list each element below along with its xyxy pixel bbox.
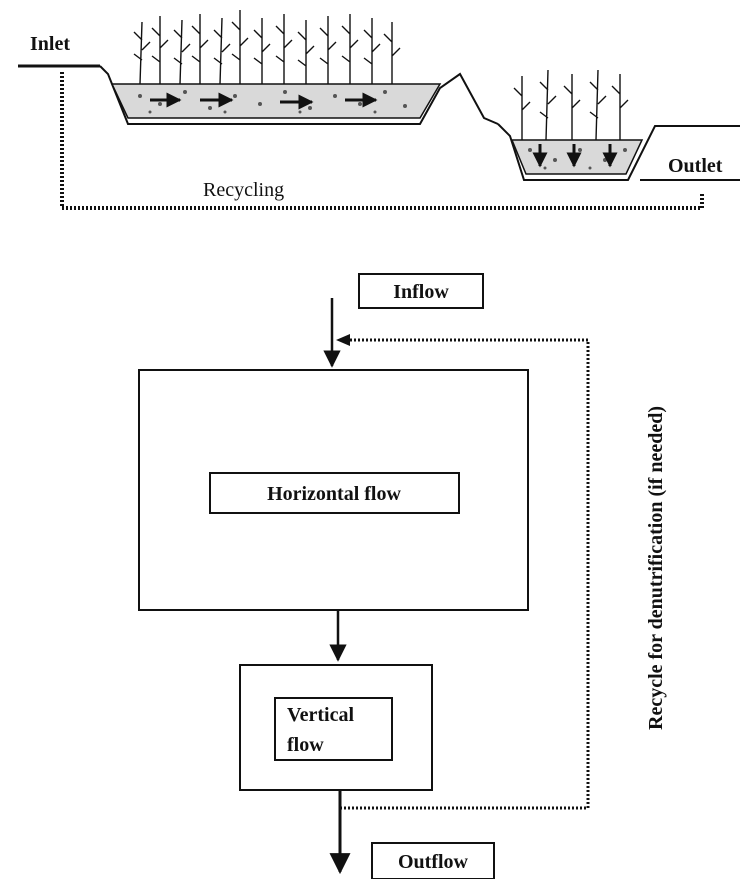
vertical-flow-label-line2: flow xyxy=(287,734,324,756)
outlet-label: Outlet xyxy=(668,155,723,177)
recycling-label: Recycling xyxy=(203,179,284,201)
outflow-box xyxy=(371,842,495,879)
horizontal-flow-arrows xyxy=(150,92,378,110)
inflow-box xyxy=(358,273,484,309)
horizontal-bed-basin xyxy=(99,65,499,125)
vertical-flow-outer-box xyxy=(239,664,433,791)
recycle-arrowhead xyxy=(336,334,350,346)
flow-chart: Inflow Horizontal flow Vertical flow Out… xyxy=(138,273,667,879)
vertical-flow-box xyxy=(274,697,393,761)
inlet-label: Inlet xyxy=(30,33,70,55)
recycle-label: Recycle for denutrification (if needed) xyxy=(645,406,667,730)
outflow-label: Outflow xyxy=(398,851,469,873)
vertical-bed-texture xyxy=(528,148,627,170)
horizontal-flow-box xyxy=(209,472,460,514)
reed-plants-vertical xyxy=(513,69,629,141)
vertical-flow-arrows xyxy=(532,144,618,168)
vertical-bed-media xyxy=(510,139,644,175)
inflow-label: Inflow xyxy=(393,281,449,303)
horizontal-bed-media xyxy=(110,83,442,119)
recycle-line xyxy=(340,338,590,810)
wetland-cross-section: Inlet Outlet Recycling xyxy=(18,10,740,210)
vertical-bed-basin xyxy=(497,123,740,181)
horizontal-flow-label: Horizontal flow xyxy=(267,483,401,505)
recycling-line xyxy=(60,72,704,210)
reed-plants-horizontal xyxy=(133,10,401,85)
vertical-flow-label-line1: Vertical xyxy=(287,704,354,726)
